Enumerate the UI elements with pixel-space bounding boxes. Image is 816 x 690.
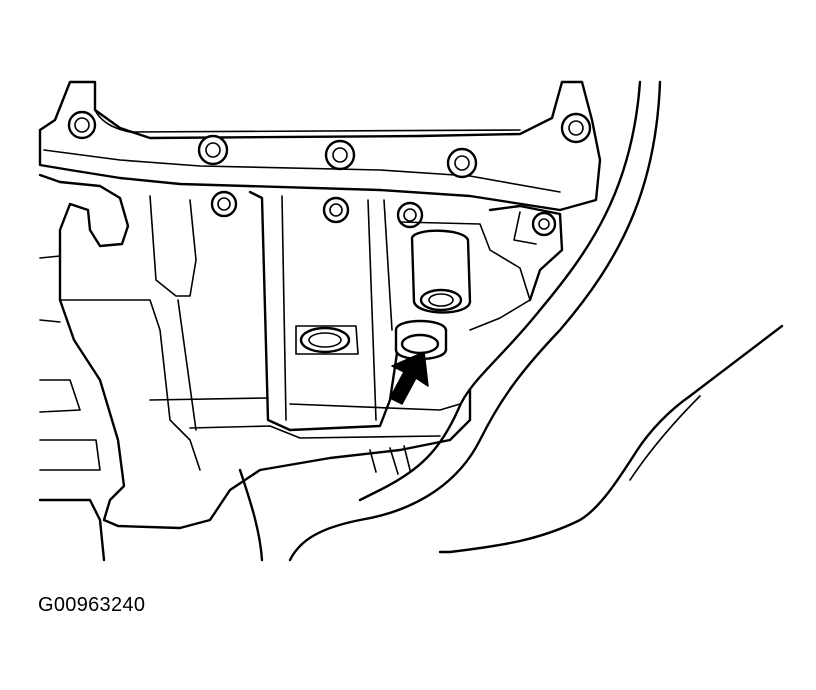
block-bolt xyxy=(396,201,424,229)
figure-id-label: G00963240 xyxy=(38,594,146,616)
flange-bolt xyxy=(446,147,478,179)
housing-rib xyxy=(39,255,61,259)
housing-rib xyxy=(177,299,197,431)
lower-frame xyxy=(238,468,264,562)
housing-rib xyxy=(39,319,61,323)
flange-bolt xyxy=(560,112,592,144)
oil-pan-flange xyxy=(38,80,602,212)
pan-rib xyxy=(383,199,393,331)
flange-bolt xyxy=(67,110,97,140)
crossmember-edge xyxy=(629,395,701,481)
flange-bolt xyxy=(197,134,229,166)
block-bolt xyxy=(531,211,557,237)
housing-rib xyxy=(39,379,81,413)
pan-rib xyxy=(367,199,377,421)
subframe-outer xyxy=(358,80,642,502)
lower-frame-detail xyxy=(369,445,411,475)
housing-rib xyxy=(39,439,101,471)
oil-filter xyxy=(399,221,531,331)
right-housing-detail xyxy=(513,211,537,245)
drain-plug xyxy=(394,319,448,361)
drain-plug-pointer-arrow xyxy=(389,351,429,405)
pan-lower-edge xyxy=(189,425,441,439)
housing-rib xyxy=(149,195,197,297)
oil-pan-body xyxy=(248,190,402,432)
drain-hole xyxy=(295,325,359,355)
block-bolt xyxy=(322,196,350,224)
flange-lower-edge xyxy=(43,149,561,193)
lower-frame xyxy=(38,498,106,562)
housing-rib xyxy=(59,299,201,471)
flange-bolt xyxy=(324,139,356,171)
bell-housing xyxy=(38,173,472,530)
subframe-inner xyxy=(288,80,662,562)
right-housing xyxy=(488,204,564,302)
pan-rib xyxy=(281,195,287,421)
pan-lower-edge xyxy=(149,397,461,411)
flange-inner-edge xyxy=(94,109,521,133)
crossmember xyxy=(438,324,784,554)
block-bolt xyxy=(210,190,238,218)
